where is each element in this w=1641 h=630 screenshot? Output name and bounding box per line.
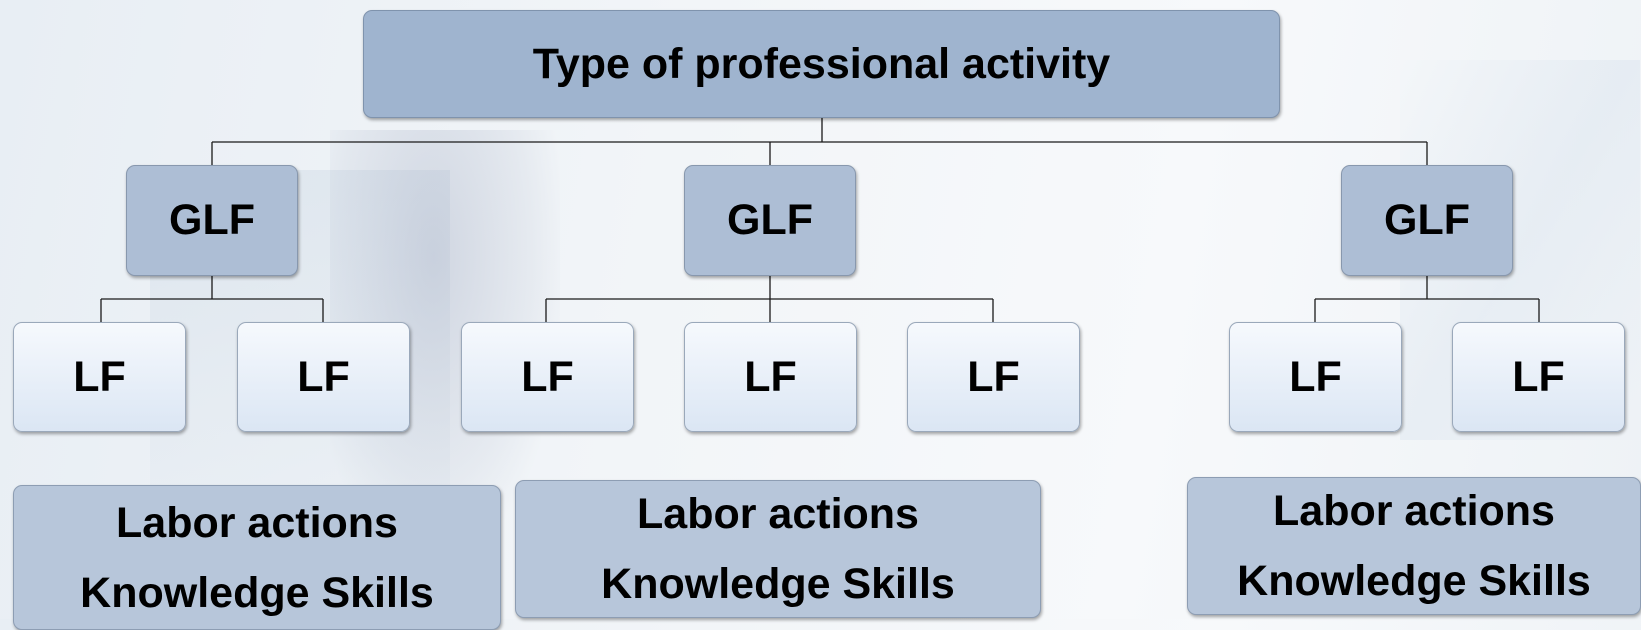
lf-node-6: LF [1229,322,1402,432]
glf-node-3: GLF [1341,165,1513,276]
glf-node-1: GLF [126,165,298,276]
lf-node-7: LF [1452,322,1625,432]
root-node: Type of professional activity [363,10,1280,118]
lf-node-2: LF [237,322,410,432]
lf-node-label: LF [297,352,350,401]
labor-note-line2: Knowledge Skills [1237,557,1591,605]
lf-node-label: LF [744,352,797,401]
labor-note-1: Labor actions Knowledge Skills [13,485,501,630]
glf-node-label: GLF [727,196,813,244]
lf-node-label: LF [521,352,574,401]
lf-node-4: LF [684,322,857,432]
labor-note-line1: Labor actions [1273,487,1555,535]
lf-node-3: LF [461,322,634,432]
labor-note-3: Labor actions Knowledge Skills [1187,477,1641,615]
lf-node-label: LF [1289,352,1342,401]
lf-node-label: LF [967,352,1020,401]
lf-node-1: LF [13,322,186,432]
labor-note-line1: Labor actions [116,498,398,547]
lf-node-5: LF [907,322,1080,432]
glf-node-label: GLF [169,196,255,244]
labor-note-line1: Labor actions [637,490,919,538]
lf-node-label: LF [1512,352,1565,401]
lf-node-label: LF [73,352,126,401]
root-node-label: Type of professional activity [532,39,1111,88]
labor-note-line2: Knowledge Skills [601,560,955,608]
labor-note-2: Labor actions Knowledge Skills [515,480,1041,618]
labor-note-line2: Knowledge Skills [80,568,434,617]
glf-node-2: GLF [684,165,856,276]
glf-node-label: GLF [1384,196,1470,244]
